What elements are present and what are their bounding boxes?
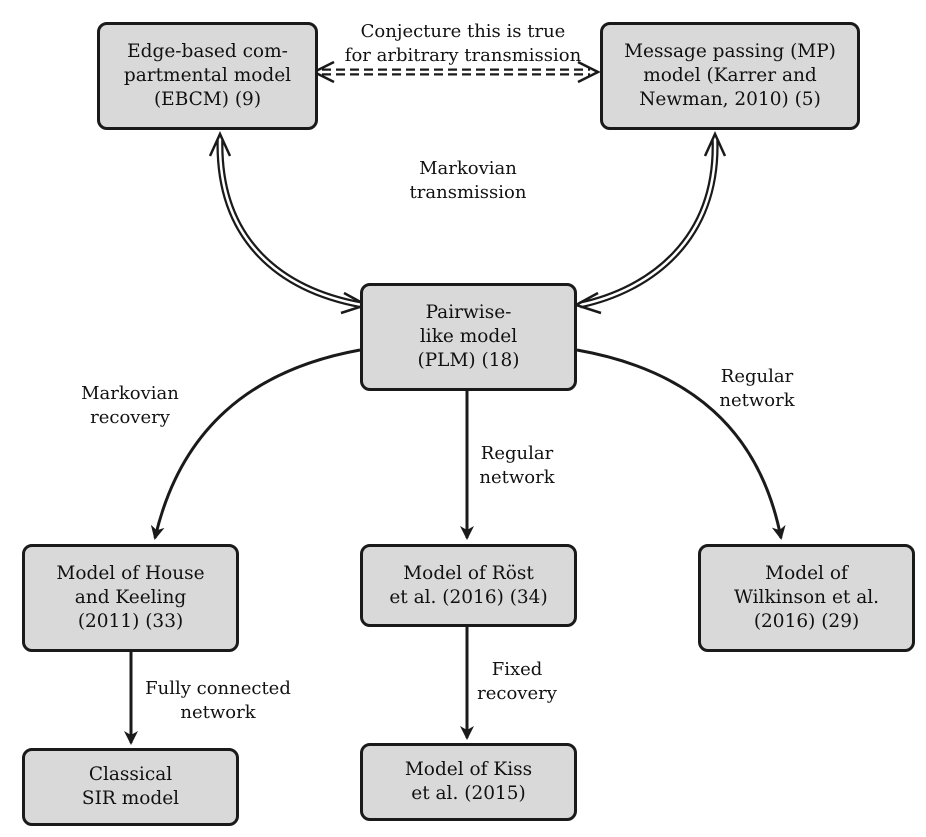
node-mp: Message passing (MP) model (Karrer and N…	[600, 22, 860, 130]
label-fixed-recovery-line-2: recovery	[477, 683, 557, 704]
label-markovian-recovery-line-2: recovery	[90, 407, 170, 428]
node-ebcm: Edge-based com- partmental model (EBCM) …	[97, 22, 318, 130]
label-regular-network-center-line-1: Regular	[480, 443, 554, 464]
node-mp-line-1: Message passing (MP)	[624, 41, 836, 62]
node-wilkinson-line-1: Model of	[765, 563, 848, 584]
label-regular-network-right: Regular network	[712, 365, 802, 413]
label-regular-network-right-line-1: Regular	[720, 366, 794, 387]
node-sir: Classical SIR model	[22, 748, 239, 826]
node-sir-line-1: Classical	[88, 764, 173, 785]
node-ebcm-line-3: (EBCM) (9)	[153, 89, 262, 110]
node-kiss: Model of Kiss et al. (2015)	[360, 743, 577, 821]
arrowhead-mp	[703, 130, 727, 157]
label-fully-connected-line-1: Fully connected	[145, 678, 291, 699]
label-fixed-recovery: Fixed recovery	[472, 658, 562, 706]
arrowhead-ebcm	[208, 130, 232, 157]
label-conjecture-line-1: Conjecture this is true	[360, 21, 566, 42]
node-wilkinson-line-2: Wilkinson et al.	[733, 587, 880, 608]
edge-plm-wilkinson	[576, 348, 786, 540]
label-markovian-transmission-line-1: Markovian	[419, 158, 517, 179]
node-mp-line-3: Newman, 2010) (5)	[639, 89, 821, 110]
edge-ebcm-plm	[208, 130, 370, 315]
label-markovian-recovery: Markovian recovery	[50, 382, 210, 430]
node-kiss-line-2: et al. (2015)	[411, 783, 526, 804]
node-plm-line-1: Pairwise-	[425, 302, 512, 323]
node-ebcm-line-1: Edge-based com-	[127, 41, 288, 62]
node-house-line-3: (2011) (33)	[77, 611, 184, 632]
node-plm-line-3: (PLM) (18)	[417, 350, 520, 371]
node-rost: Model of Röst et al. (2016) (34)	[360, 544, 577, 627]
node-wilkinson-line-3: (2016) (29)	[753, 611, 860, 632]
node-kiss-line-1: Model of Kiss	[404, 759, 533, 780]
label-markovian-transmission-line-2: transmission	[409, 182, 527, 203]
edge-mp-plm	[572, 130, 727, 315]
label-regular-network-center-line-2: network	[479, 467, 555, 488]
edge-plm-house	[150, 348, 361, 540]
node-ebcm-line-2: partmental model	[123, 65, 292, 86]
label-fully-connected-line-2: network	[180, 702, 256, 723]
label-conjecture-line-2: for arbitrary transmission	[344, 45, 582, 66]
node-rost-line-1: Model of Röst	[403, 562, 534, 584]
node-rost-line-2: et al. (2016) (34)	[389, 586, 548, 608]
label-markovian-transmission: Markovian transmission	[378, 157, 558, 205]
label-markovian-recovery-line-1: Markovian	[81, 383, 179, 404]
node-mp-line-2: model (Karrer and	[643, 65, 817, 86]
node-sir-line-2: SIR model	[81, 788, 180, 809]
label-fully-connected: Fully connected network	[136, 677, 300, 725]
label-regular-network-right-line-2: network	[719, 390, 795, 411]
node-plm-line-2: like model	[419, 326, 518, 347]
node-wilkinson: Model of Wilkinson et al. (2016) (29)	[698, 544, 915, 652]
label-conjecture: Conjecture this is true for arbitrary tr…	[318, 20, 608, 68]
node-plm: Pairwise- like model (PLM) (18)	[360, 283, 577, 391]
node-house-line-1: Model of House	[56, 563, 205, 584]
node-house: Model of House and Keeling (2011) (33)	[22, 544, 239, 652]
label-regular-network-center: Regular network	[472, 442, 562, 490]
node-house-line-2: and Keeling	[74, 587, 187, 608]
label-fixed-recovery-line-1: Fixed	[491, 659, 543, 680]
